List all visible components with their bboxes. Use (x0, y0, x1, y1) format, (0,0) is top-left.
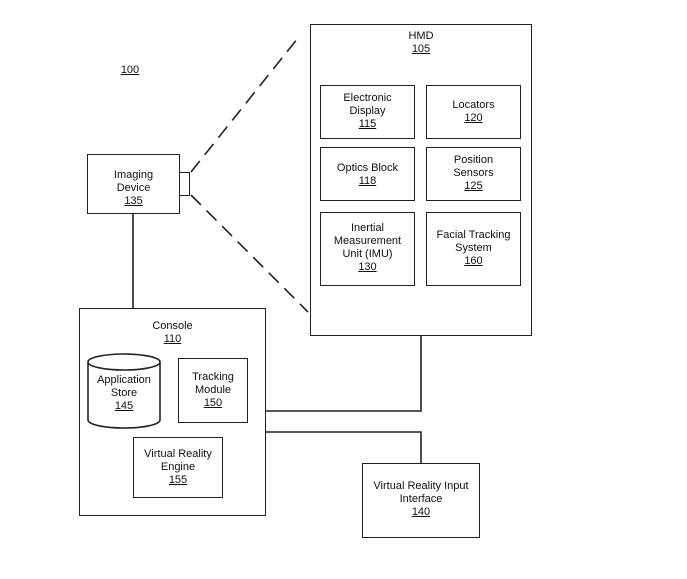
vr-input-num: 140 (411, 506, 431, 518)
electronic-display-line2: Display (349, 105, 386, 117)
imu-num: 130 (358, 261, 377, 273)
imaging-device-line2: Device (116, 182, 151, 194)
vr-engine-line2: Engine (160, 461, 196, 473)
console-title: Console (152, 320, 193, 332)
imu-line2: Measurement (333, 235, 402, 247)
hmd-num: 105 (411, 43, 431, 55)
vr-engine-label: Virtual Reality Engine 155 (133, 448, 223, 487)
imu-box (320, 212, 415, 286)
vr-engine-box (133, 437, 223, 498)
application-store-line1: Application (97, 374, 151, 386)
console-box (79, 308, 266, 516)
hmd-label: HMD 105 (310, 30, 532, 56)
facial-tracking-line2: System (455, 242, 492, 254)
console-input-link (265, 431, 422, 463)
position-sensors-line2: Sensors (453, 167, 494, 179)
imaging-device-line1: Imaging (113, 169, 154, 181)
optics-block-line1: Optics Block (336, 162, 399, 174)
application-store-num: 145 (114, 400, 134, 412)
electronic-display-box (320, 85, 415, 139)
hmd-console-link (265, 336, 422, 412)
optics-block-box (320, 147, 415, 201)
dashed-line-bottom (190, 194, 309, 313)
imaging-device-num: 135 (124, 195, 143, 207)
vr-input-interface-box (362, 463, 480, 538)
imu-label: Inertial Measurement Unit (IMU) 130 (320, 222, 415, 274)
vr-engine-line1: Virtual Reality (144, 448, 212, 460)
locators-num: 120 (464, 112, 483, 124)
imu-line1: Inertial (350, 222, 385, 234)
optics-block-label: Optics Block 118 (320, 162, 415, 188)
tracking-module-num: 150 (203, 397, 223, 409)
vr-input-line1: Virtual Reality Input (373, 480, 469, 492)
imaging-device-lens (179, 172, 190, 196)
electronic-display-line1: Electronic (343, 92, 392, 104)
tracking-module-label: Tracking Module 150 (178, 371, 248, 410)
electronic-display-num: 115 (358, 118, 377, 130)
position-sensors-num: 125 (464, 180, 483, 192)
application-store-cylinder (87, 353, 161, 429)
position-sensors-label: Position Sensors 125 (426, 154, 521, 193)
tracking-module-line2: Module (194, 384, 232, 396)
hmd-title: HMD (408, 30, 434, 42)
facial-tracking-box (426, 212, 521, 286)
locators-box (426, 85, 521, 139)
facial-tracking-label: Facial Tracking System 160 (426, 229, 521, 268)
console-label: Console 110 (79, 320, 266, 346)
locators-label: Locators 120 (426, 99, 521, 125)
facial-tracking-line1: Facial Tracking (436, 229, 511, 241)
application-store-label: Application Store 145 (88, 374, 160, 413)
tracking-module-box (178, 358, 248, 423)
tracking-module-line1: Tracking (192, 371, 234, 383)
vr-engine-num: 155 (168, 474, 188, 486)
dashed-line-top (190, 37, 299, 173)
figure-ref: 100 (120, 64, 140, 76)
electronic-display-label: Electronic Display 115 (320, 92, 415, 131)
vr-input-line2: Interface (399, 493, 443, 505)
position-sensors-line1: Position (453, 154, 494, 166)
locators-line1: Locators (452, 99, 495, 111)
vr-input-interface-label: Virtual Reality Input Interface 140 (362, 480, 480, 519)
console-num: 110 (163, 333, 182, 345)
optics-block-num: 118 (358, 175, 377, 187)
application-store-line2: Store (110, 387, 138, 399)
imaging-device-label: Imaging Device 135 (87, 169, 180, 208)
facial-tracking-num: 160 (464, 255, 483, 267)
imu-line3: Unit (IMU) (342, 248, 393, 260)
imaging-device-box (87, 154, 180, 214)
position-sensors-box (426, 147, 521, 201)
